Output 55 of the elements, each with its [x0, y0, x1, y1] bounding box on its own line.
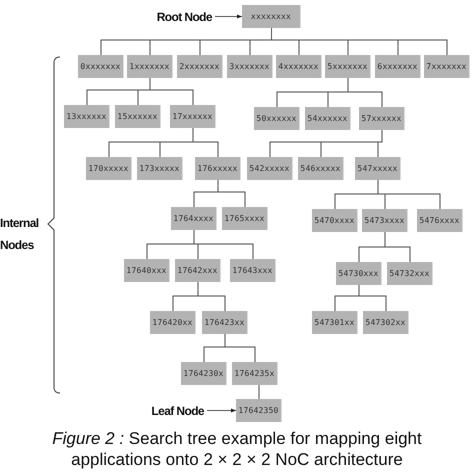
tree-node-box: 173xxxxx — [137, 157, 183, 180]
tree-connector — [378, 180, 440, 210]
tree-node-box: 1764xxxx — [171, 207, 217, 230]
tree-connector — [192, 128, 218, 158]
tree-connector — [218, 180, 246, 208]
tree-node-box: 17642xxx — [175, 259, 221, 282]
node-type-label: Leaf Node — [151, 404, 204, 418]
tree-node-box: 54xxxxxx — [305, 107, 351, 130]
tree-node-box: 13xxxxxx — [64, 105, 110, 128]
tree-node-box: 170xxxxx — [86, 157, 132, 180]
tree-node-box: 54732xxx — [387, 262, 433, 285]
figure-caption: Figure 2 : Search tree example for mapping eight applications onto 2 × 2 × 2 NoC architecture — [51, 428, 423, 470]
tree-node-box: 17642350 — [236, 399, 282, 422]
tree-node-box: 542xxxxx — [247, 157, 293, 180]
bracket-label: Internal Nodes — [0, 215, 40, 254]
tree-node-box: 50xxxxxx — [254, 107, 300, 130]
tree-node-box: 1xxxxxxx — [127, 55, 173, 78]
node-type-label: Root Node — [156, 10, 212, 24]
tree-node-box: 1764235x — [232, 362, 278, 385]
arrow — [206, 408, 236, 412]
tree-node-box: 3xxxxxxx — [227, 55, 273, 78]
arrow — [214, 14, 242, 18]
tree-node-box: 17xxxxxx — [170, 105, 216, 128]
tree-node-box: 15xxxxxx — [115, 105, 161, 128]
tree-node-box: 4xxxxxxx — [276, 55, 322, 78]
tree-node-box: 54730xxx — [336, 262, 382, 285]
tree-node-box: 2xxxxxxx — [177, 55, 223, 78]
tree-node-box: 176423xx — [202, 311, 248, 334]
tree-node-box: 1764230x — [181, 362, 227, 385]
tree-node-box: 176420xx — [150, 311, 196, 334]
tree-node-box: 547xxxxx — [355, 157, 401, 180]
tree-node-box: 547301xx — [312, 311, 358, 334]
tree-connector — [384, 232, 410, 262]
tree-node-box: 17643xxx — [230, 259, 276, 282]
tree-node-box: 6xxxxxxx — [375, 55, 421, 78]
tree-node-box: 17640xxx — [124, 259, 170, 282]
tree-connector — [150, 78, 194, 106]
tree-node-box: 57xxxxxx — [359, 107, 405, 130]
tree-node-box: 5473xxxx — [362, 209, 408, 232]
tree-node-box: 176xxxxx — [195, 157, 241, 180]
tree-node-box: 5470xxxx — [312, 209, 358, 232]
tree-connector — [358, 284, 386, 312]
tree-connector — [194, 230, 254, 260]
tree-connector — [348, 78, 382, 108]
tree-node-box: 5xxxxxxx — [325, 55, 371, 78]
tree-node-box: 546xxxxx — [298, 157, 344, 180]
tree-node-box: xxxxxxxx — [242, 5, 301, 28]
tree-node-box: 1765xxxx — [222, 207, 268, 230]
tree-node-box: 547302xx — [363, 311, 409, 334]
tree-node-box: 0xxxxxxx — [78, 55, 124, 78]
tree-connector — [198, 282, 226, 312]
tree-connector — [271, 28, 448, 56]
tree-node-box: 7xxxxxxx — [424, 55, 470, 78]
tree-connector — [378, 130, 382, 158]
tree-node-box: 5476xxxx — [417, 209, 463, 232]
